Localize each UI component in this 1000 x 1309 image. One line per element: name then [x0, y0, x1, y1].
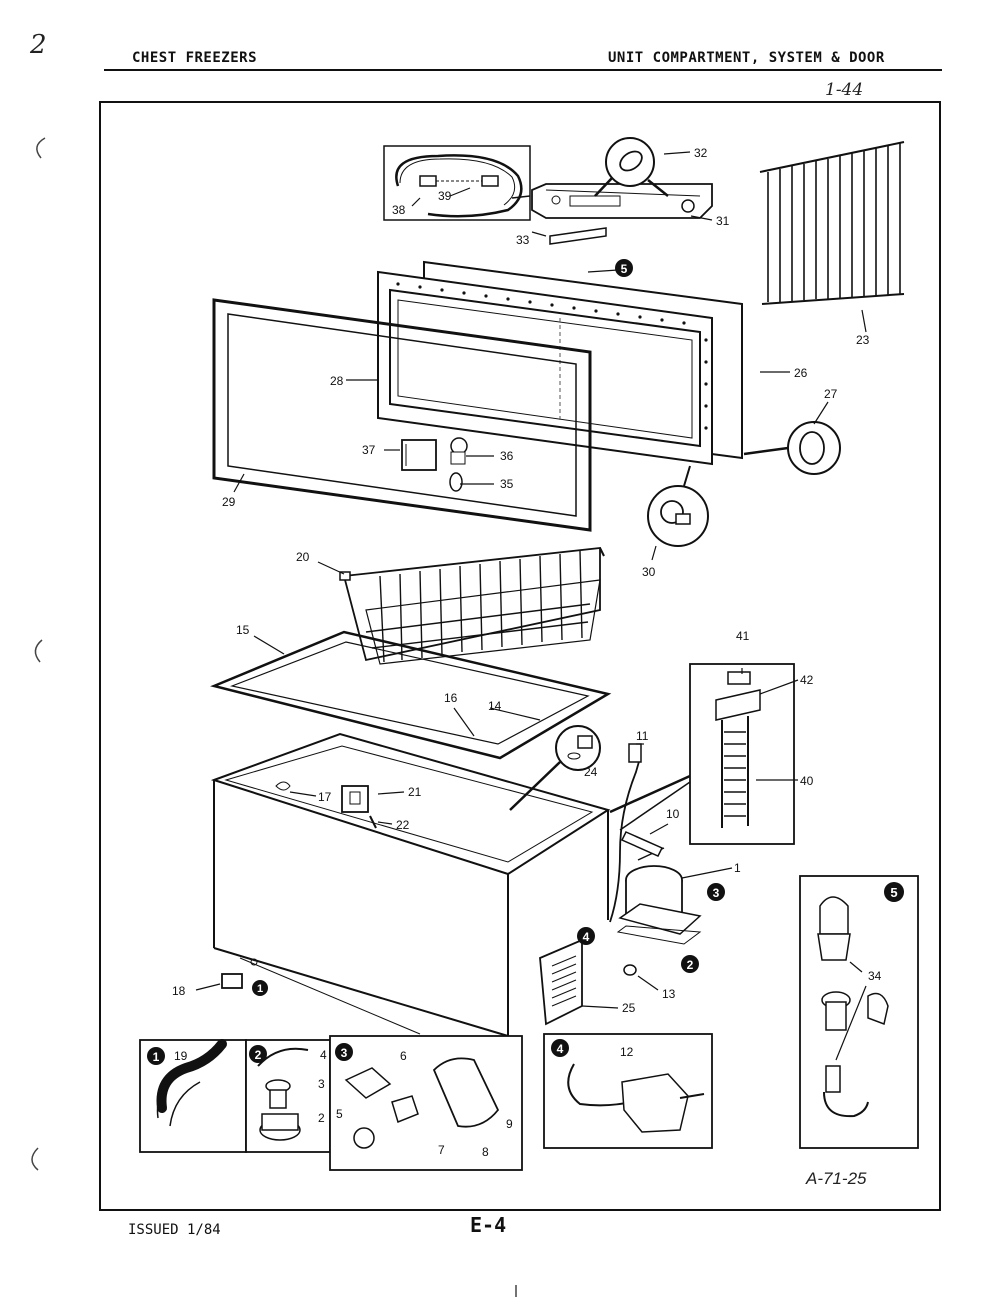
handwritten-ref: 1-44	[825, 80, 864, 100]
callout-28: 28	[330, 374, 344, 388]
callout-13: 13	[662, 987, 676, 1001]
detail-circle-30	[647, 465, 709, 547]
grommet-13	[623, 964, 637, 976]
callout-12: 12	[620, 1045, 634, 1059]
callout-5: 5	[336, 1107, 343, 1121]
page-code: E-4	[470, 1213, 507, 1237]
cabinet	[210, 732, 611, 1037]
callout-8: 8	[482, 1145, 489, 1159]
callout-27: 27	[824, 387, 838, 401]
detail-circle-24	[509, 725, 601, 811]
callout-37: 37	[362, 443, 376, 457]
callout-19: 19	[174, 1049, 188, 1063]
detail-box-3	[329, 1035, 523, 1171]
detail-circle-27	[743, 421, 841, 475]
callout-11: 11	[636, 729, 649, 743]
marker-label: 4	[583, 930, 590, 944]
header-left-title: CHEST FREEZERS	[132, 50, 258, 66]
margin-mark	[34, 639, 43, 663]
wire-rack-23	[759, 141, 905, 305]
hinge-bracket	[511, 137, 713, 245]
detail-box-1	[139, 1039, 247, 1153]
callout-25: 25	[622, 1001, 636, 1015]
callout-21: 21	[408, 785, 422, 799]
callout-14: 14	[488, 699, 502, 713]
callout-23: 23	[856, 333, 870, 347]
callout-24: 24	[584, 765, 598, 779]
callout-3: 3	[318, 1077, 325, 1091]
callout-29: 29	[222, 495, 236, 509]
callout-26: 26	[794, 366, 808, 380]
callout-10: 10	[666, 807, 680, 821]
callout-6: 6	[400, 1049, 407, 1063]
callout-2: 2	[318, 1111, 325, 1125]
header-rule	[104, 69, 942, 71]
basket-20	[339, 546, 605, 665]
callout-31: 31	[716, 214, 730, 228]
callout-38: 38	[392, 203, 406, 217]
marker-label: 5	[621, 262, 628, 276]
detail-marker-2-box: 2	[249, 1045, 267, 1063]
diagram-frame	[99, 101, 941, 1211]
compressor-1	[616, 847, 702, 945]
marker-label: 1	[153, 1050, 160, 1064]
door-assembly	[212, 260, 743, 532]
marker-label: 4	[557, 1042, 564, 1056]
leader-lines	[195, 151, 867, 1061]
detail-marker-3-top: 3	[707, 883, 725, 901]
callout-32: 32	[694, 146, 708, 160]
marker-label: 2	[255, 1048, 262, 1062]
callout-16: 16	[444, 691, 458, 705]
detail-marker-1-box: 1	[147, 1047, 165, 1065]
detail-box-5	[799, 875, 919, 1149]
callout-40: 40	[800, 774, 814, 788]
detail-marker-2-top: 2	[681, 955, 699, 973]
callout-20: 20	[296, 550, 310, 564]
drier-10	[620, 831, 664, 857]
marker-label: 3	[713, 886, 720, 900]
harness-detail	[383, 145, 531, 221]
callout-9: 9	[506, 1117, 513, 1131]
callout-39: 39	[438, 189, 452, 203]
detail-marker-5-box: 5	[884, 882, 904, 902]
callout-42: 42	[800, 673, 814, 687]
header-right-title: UNIT COMPARTMENT, SYSTEM & DOOR	[608, 50, 885, 66]
thermostat-detail	[609, 663, 795, 845]
callout-41: 41	[736, 629, 750, 643]
callout-1: 1	[734, 861, 741, 875]
callout-7: 7	[438, 1143, 445, 1157]
marker-label: 3	[341, 1046, 348, 1060]
detail-box-4	[543, 1033, 713, 1149]
callout-36: 36	[500, 449, 514, 463]
grille-25	[539, 938, 583, 1026]
callout-33: 33	[516, 233, 530, 247]
callout-17: 17	[318, 790, 332, 804]
callout-35: 35	[500, 477, 514, 491]
callout-30: 30	[642, 565, 656, 579]
callout-15: 15	[236, 623, 250, 637]
callout-4: 4	[320, 1048, 327, 1062]
callout-22: 22	[396, 818, 410, 832]
detail-marker-4-box: 4	[551, 1039, 569, 1057]
marker-label: 2	[687, 958, 694, 972]
callout-34: 34	[868, 969, 882, 983]
diagram-code: A-71-25	[805, 1169, 867, 1188]
detail-marker-5-top: 5	[615, 259, 633, 277]
issued-date: ISSUED 1/84	[128, 1222, 221, 1238]
detail-marker-4-top: 4	[577, 927, 595, 945]
page-mark: 2	[30, 30, 47, 60]
marker-label: 5	[890, 885, 897, 900]
callout-18: 18	[172, 984, 186, 998]
margin-mark	[31, 1147, 39, 1171]
breaker-strip	[210, 630, 612, 760]
power-cord-11	[609, 743, 641, 923]
detail-marker-1-top: 1	[252, 980, 268, 996]
marker-label: 1	[257, 983, 263, 995]
margin-mark	[36, 137, 46, 159]
detail-marker-3-box: 3	[335, 1043, 353, 1061]
